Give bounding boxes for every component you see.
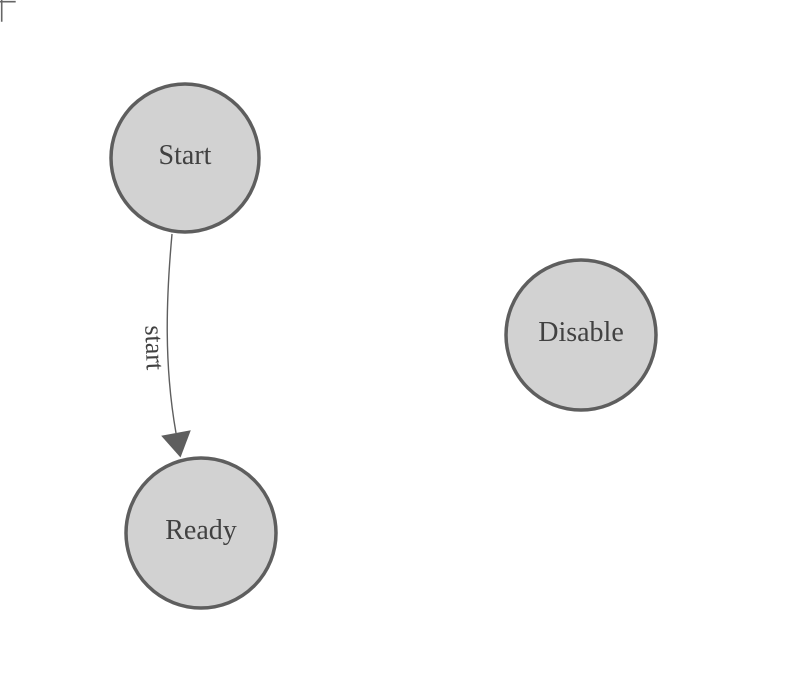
state-node-start[interactable]: Start: [109, 82, 261, 234]
state-circle-start[interactable]: [109, 82, 261, 234]
canvas-corner-mark: [0, 0, 16, 22]
state-node-ready[interactable]: Ready: [124, 456, 278, 610]
state-circle-ready[interactable]: [124, 456, 278, 610]
state-label-disable: Disable: [538, 317, 624, 348]
transition-curve[interactable]: [166, 233, 177, 434]
transition-start-to-ready[interactable]: start: [139, 233, 191, 458]
arrowhead-icon: [161, 430, 191, 458]
state-label-ready: Ready: [165, 515, 237, 546]
transition-label[interactable]: start: [139, 325, 170, 372]
state-label-start: Start: [159, 140, 212, 171]
state-circle-disable[interactable]: [504, 258, 658, 412]
state-node-disable[interactable]: Disable: [504, 258, 658, 412]
